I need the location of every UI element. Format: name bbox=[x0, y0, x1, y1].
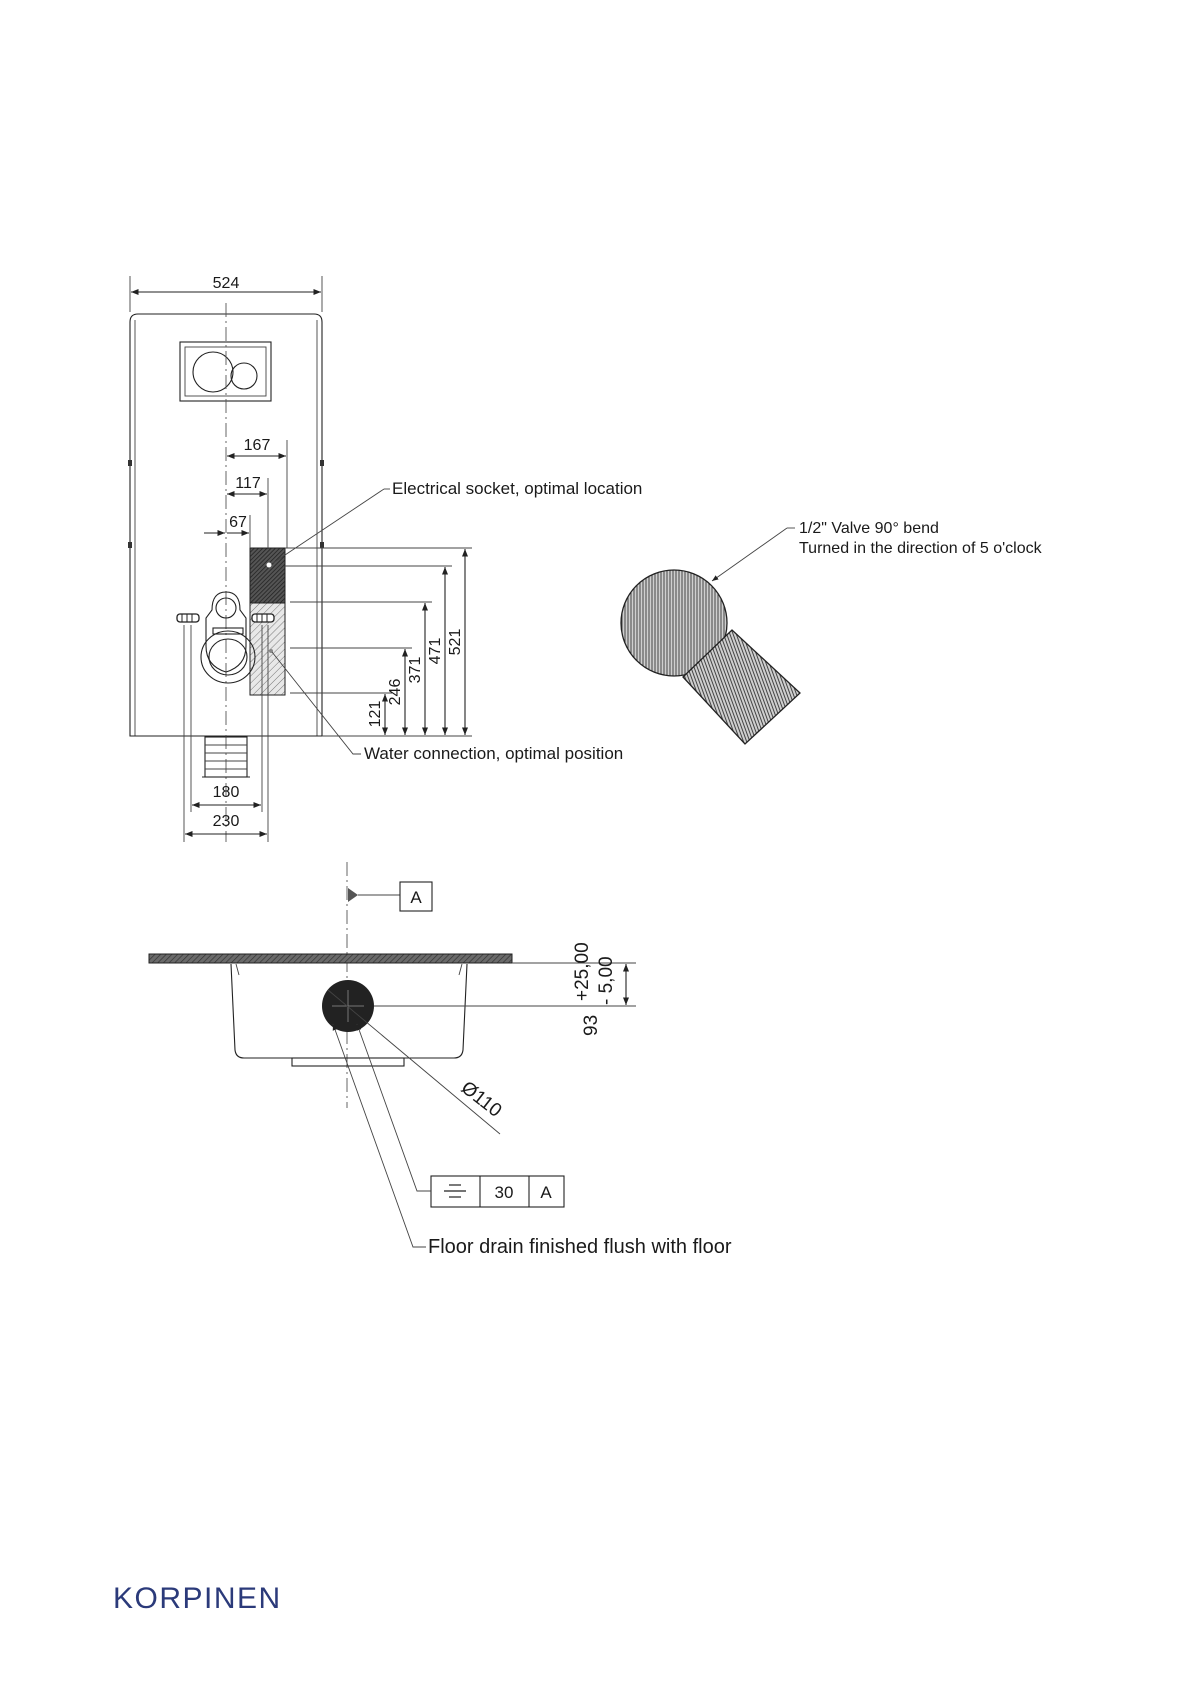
symmetry-icon bbox=[444, 1185, 466, 1197]
drain-label: Floor drain finished flush with floor bbox=[428, 1236, 732, 1258]
valve-label-line2: Turned in the direction of 5 o'clock bbox=[799, 540, 1043, 557]
floor-slab bbox=[149, 954, 512, 963]
dim-diameter: Ø110 bbox=[457, 1077, 505, 1121]
dim-width: 524 bbox=[213, 275, 240, 292]
dim-521: 521 bbox=[447, 629, 464, 656]
dim-167: 167 bbox=[244, 437, 271, 454]
dim-471: 471 bbox=[427, 638, 444, 665]
dim-tol-plus: +25,00 bbox=[572, 942, 593, 1001]
mounting-bolt-right bbox=[252, 614, 274, 622]
front-view: 524 167 117 67 521 471 371 246 121 bbox=[128, 275, 642, 842]
dim-246: 246 bbox=[387, 679, 404, 706]
dim-height: 93 bbox=[581, 1015, 602, 1036]
section-view: A Ø110 93 +25,00 - 5,00 bbox=[149, 862, 732, 1258]
socket-label: Electrical socket, optimal location bbox=[392, 479, 642, 498]
water-label: Water connection, optimal position bbox=[364, 744, 623, 763]
flush-button-small bbox=[231, 363, 257, 389]
frame-clip bbox=[128, 460, 132, 466]
dim-67: 67 bbox=[229, 514, 247, 531]
fcf-datum: A bbox=[540, 1183, 552, 1202]
socket-zone bbox=[250, 548, 285, 603]
dim-121: 121 bbox=[367, 701, 384, 728]
dim-117: 117 bbox=[235, 475, 261, 492]
flush-button-large bbox=[193, 352, 233, 392]
valve-view: 1/2" Valve 90° bend Turned in the direct… bbox=[621, 520, 1043, 744]
brand-logo: KORPINEN bbox=[113, 1582, 282, 1616]
datum-triangle bbox=[348, 888, 358, 902]
datum-label: A bbox=[410, 888, 422, 907]
dim-230: 230 bbox=[213, 813, 240, 830]
dim-tol-minus: - 5,00 bbox=[596, 956, 617, 1005]
feature-control-frame: 30 A bbox=[431, 1176, 564, 1207]
toilet-connection bbox=[201, 592, 255, 683]
valve-label-line1: 1/2" Valve 90° bend bbox=[799, 520, 939, 537]
mounting-bolt-left bbox=[177, 614, 199, 622]
dim-371: 371 bbox=[407, 657, 424, 684]
dim-180: 180 bbox=[213, 784, 240, 801]
flush-plate bbox=[180, 342, 271, 401]
fcf-value: 30 bbox=[495, 1183, 514, 1202]
